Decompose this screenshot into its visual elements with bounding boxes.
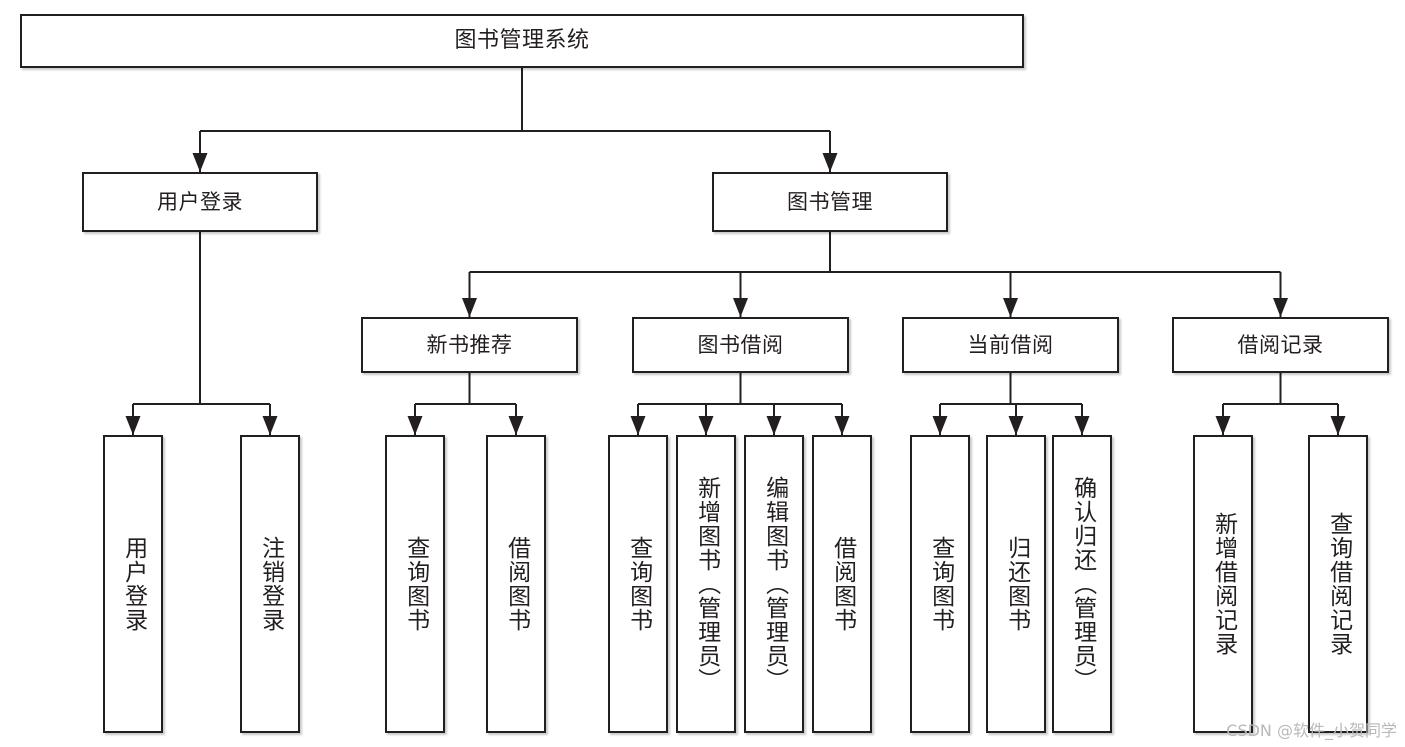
node-label: 新书推荐 xyxy=(426,332,513,357)
node-leaf-confirm-return[interactable]: 确认归还（管理员） xyxy=(1052,435,1112,733)
node-leaf-edit-book[interactable]: 编辑图书（管理员） xyxy=(744,435,804,733)
node-label: 用户登录 xyxy=(157,189,243,214)
node-book-manage[interactable]: 图书管理 xyxy=(712,172,948,232)
node-leaf-return-book[interactable]: 归还图书 xyxy=(986,435,1046,733)
node-leaf-query-borrow-record[interactable]: 查询借阅记录 xyxy=(1308,435,1368,733)
node-borrow-record[interactable]: 借阅记录 xyxy=(1172,317,1389,373)
node-label: 查询图书 xyxy=(402,536,429,632)
node-label: 编辑图书（管理员） xyxy=(761,476,788,692)
node-leaf-query-book-borrow[interactable]: 查询图书 xyxy=(608,435,668,733)
node-new-book-recommend[interactable]: 新书推荐 xyxy=(361,317,578,373)
node-leaf-logout[interactable]: 注销登录 xyxy=(240,435,300,733)
node-label: 借阅记录 xyxy=(1237,332,1324,357)
node-label: 注销登录 xyxy=(257,536,284,632)
node-leaf-user-login[interactable]: 用户登录 xyxy=(103,435,163,733)
node-label: 新增借阅记录 xyxy=(1210,512,1237,656)
node-book-borrow[interactable]: 图书借阅 xyxy=(632,317,849,373)
csdn-watermark: CSDN @软件_小贺同学 xyxy=(1226,721,1397,740)
node-label: 查询图书 xyxy=(625,536,652,632)
node-leaf-query-book-recommend[interactable]: 查询图书 xyxy=(385,435,445,733)
node-current-borrow[interactable]: 当前借阅 xyxy=(902,317,1119,373)
node-leaf-borrow-book-recommend[interactable]: 借阅图书 xyxy=(486,435,546,733)
node-user-login[interactable]: 用户登录 xyxy=(82,172,318,232)
node-leaf-add-book[interactable]: 新增图书（管理员） xyxy=(676,435,736,733)
node-label: 确认归还（管理员） xyxy=(1069,476,1096,692)
node-label: 图书管理系统 xyxy=(454,28,590,54)
node-leaf-query-book-current[interactable]: 查询图书 xyxy=(910,435,970,733)
node-label: 借阅图书 xyxy=(829,536,856,632)
node-label: 图书借阅 xyxy=(697,332,784,357)
node-label: 归还图书 xyxy=(1003,536,1030,632)
node-label: 当前借阅 xyxy=(967,332,1054,357)
node-root-system[interactable]: 图书管理系统 xyxy=(20,14,1024,68)
node-label: 用户登录 xyxy=(120,536,147,632)
node-leaf-borrow-book[interactable]: 借阅图书 xyxy=(812,435,872,733)
node-label: 借阅图书 xyxy=(503,536,530,632)
node-label: 查询图书 xyxy=(927,536,954,632)
node-label: 图书管理 xyxy=(787,189,873,214)
node-label: 新增图书（管理员） xyxy=(693,476,720,692)
node-leaf-add-borrow-record[interactable]: 新增借阅记录 xyxy=(1193,435,1253,733)
node-label: 查询借阅记录 xyxy=(1325,512,1352,656)
